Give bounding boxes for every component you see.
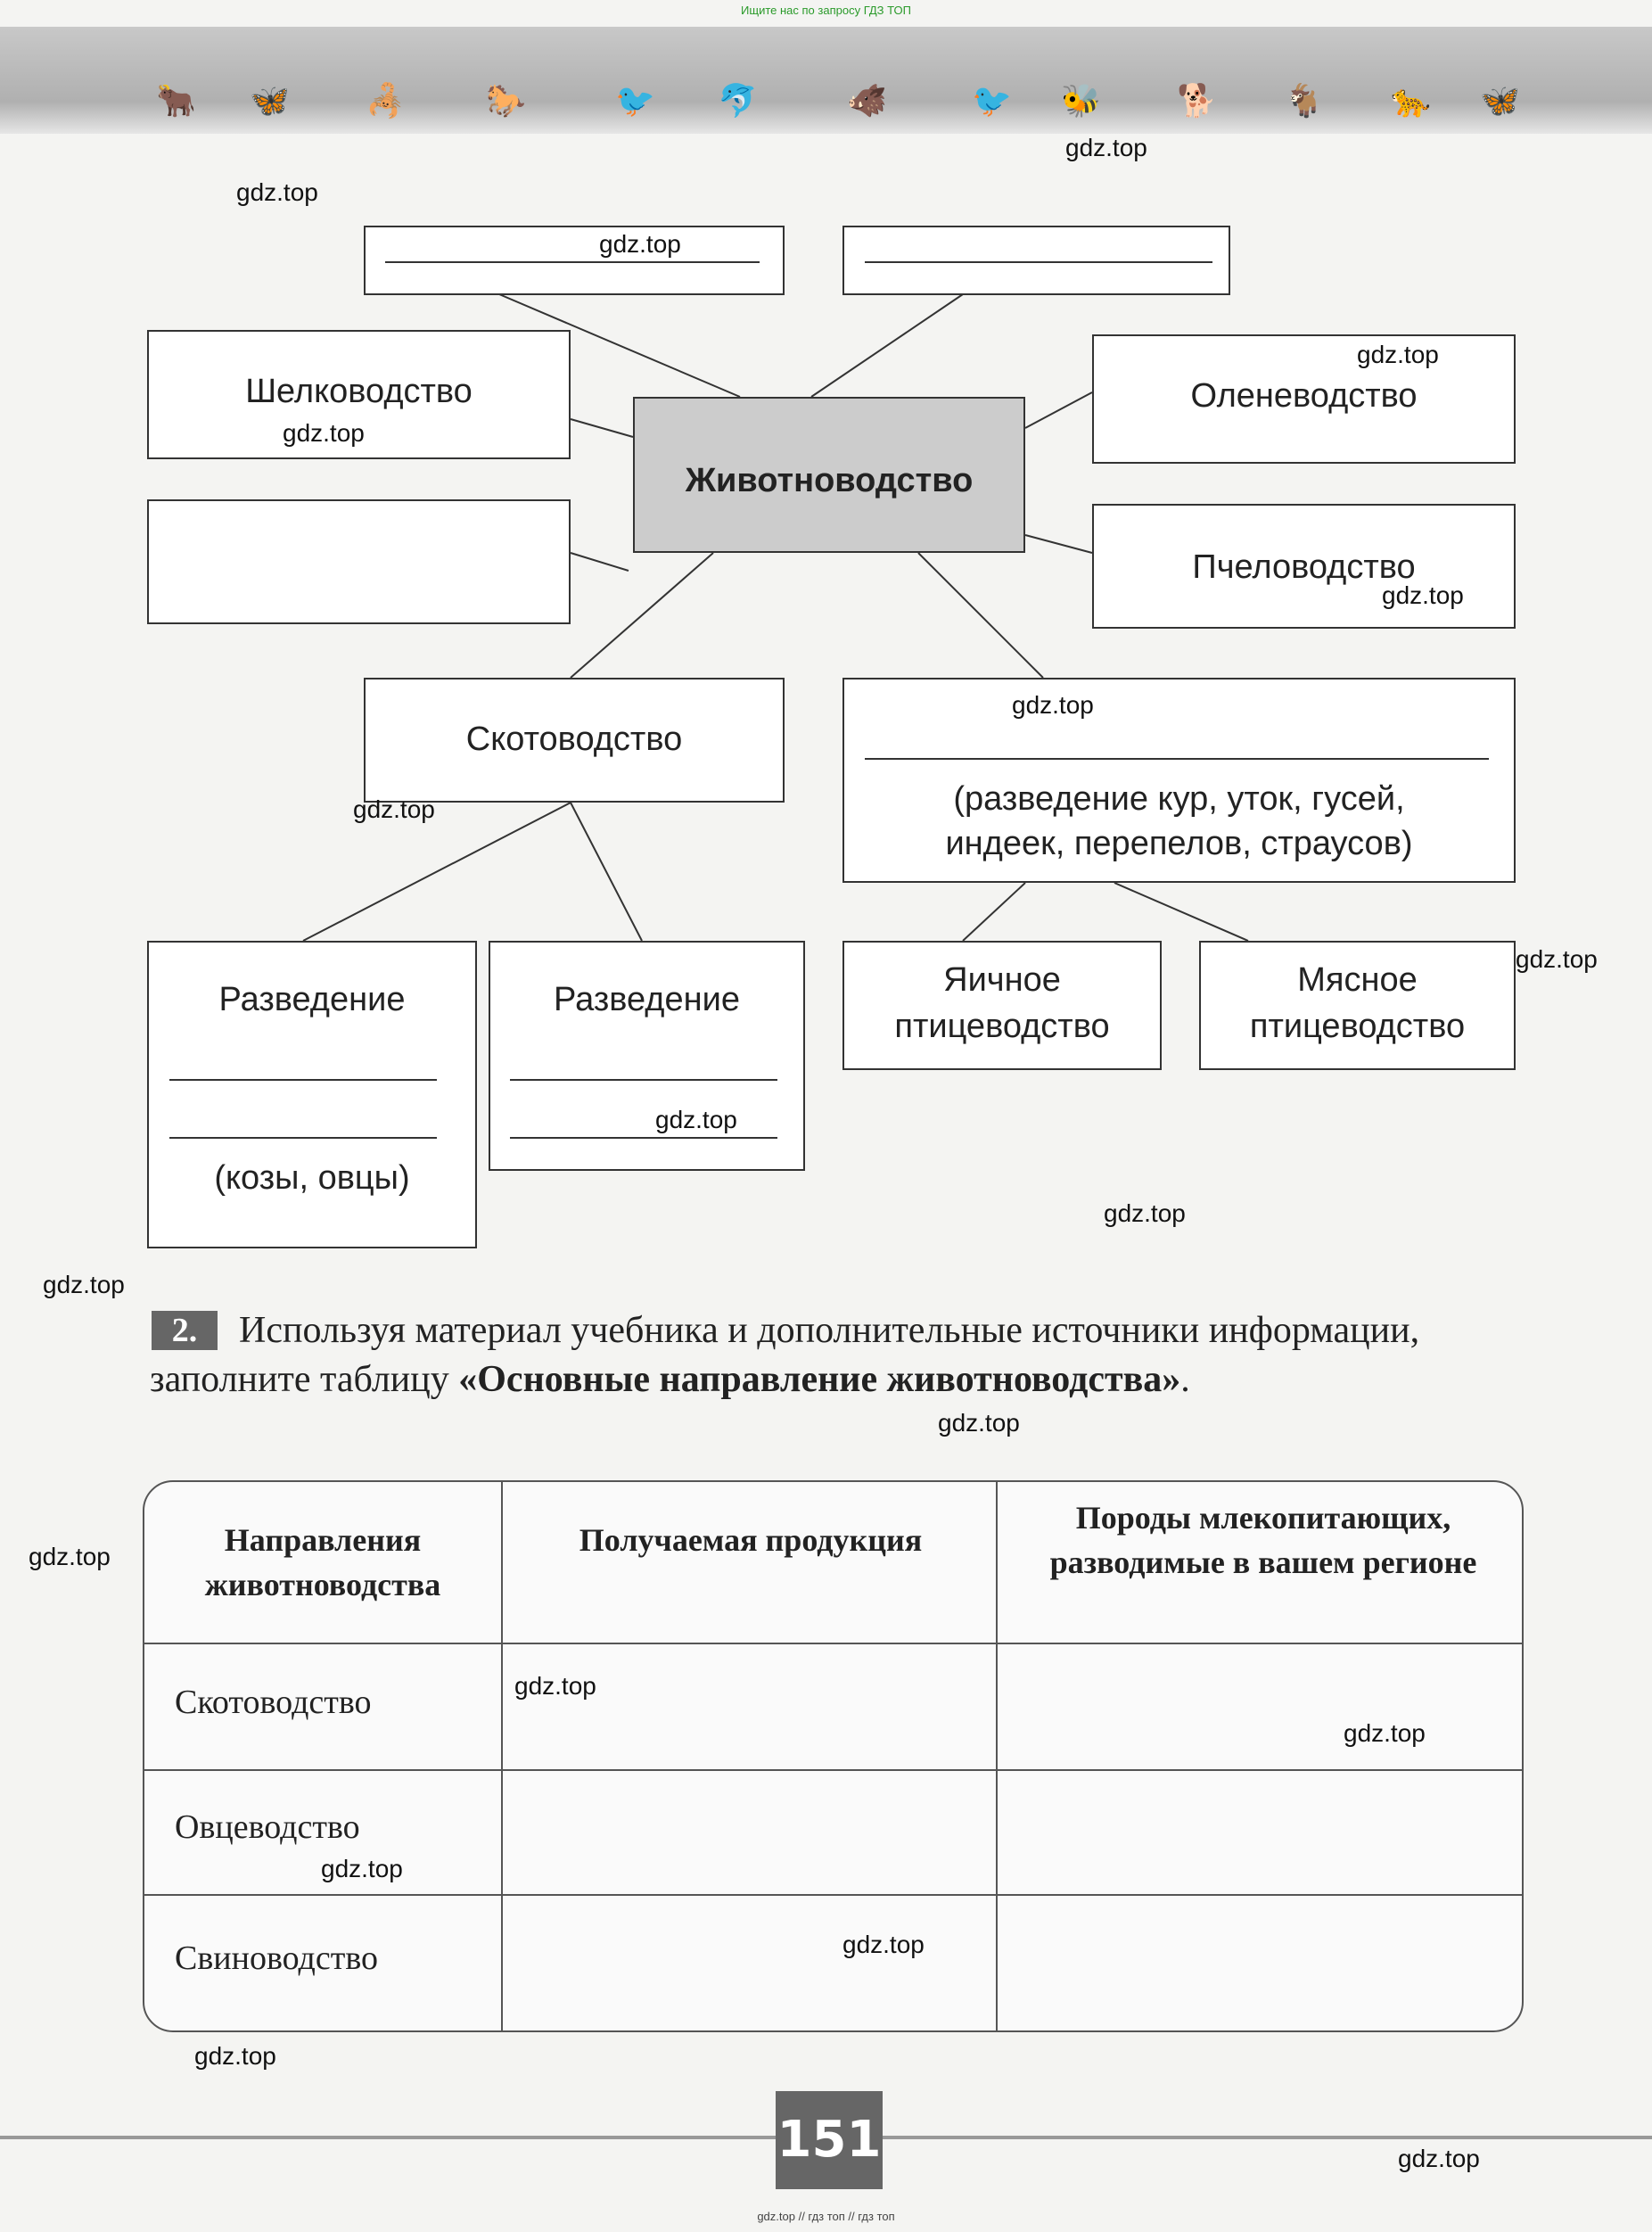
watermark: gdz.top (514, 1672, 596, 1701)
watermark: gdz.top (599, 230, 681, 259)
watermark: gdz.top (1516, 945, 1598, 974)
label-breeding-1-note: (козы, овцы) (147, 1159, 477, 1198)
watermark: gdz.top (1382, 581, 1464, 610)
footer-note: gdz.top // гдз топ // гдз топ (0, 2210, 1652, 2223)
label-animal-husbandry: Животноводство (633, 462, 1025, 500)
label-cattle: Скотоводство (364, 721, 785, 759)
watermark: gdz.top (655, 1106, 737, 1134)
row-pigs: Свиноводство (175, 1939, 378, 1978)
watermark: gdz.top (283, 419, 365, 448)
page-number: 151 (776, 2091, 883, 2189)
label-breeding-1: Разведение (147, 981, 477, 1019)
watermark: gdz.top (938, 1409, 1020, 1437)
label-sericulture: Шелководство (147, 373, 571, 411)
blank-box-top-left (364, 226, 785, 295)
watermark: gdz.top (1398, 2145, 1480, 2173)
label-egg-2: птицеводство (842, 1008, 1162, 1046)
answer-line[interactable] (510, 1079, 777, 1081)
livestock-table: Направления животноводства Получаемая пр… (143, 1480, 1524, 2032)
label-reindeer: Оленеводство (1092, 377, 1516, 416)
watermark: gdz.top (43, 1271, 125, 1299)
answer-line[interactable] (169, 1079, 437, 1081)
label-poultry-desc-1: (разведение кур, уток, гусей, (842, 780, 1516, 819)
row-cattle: Скотоводство (175, 1683, 372, 1722)
watermark: gdz.top (236, 178, 318, 207)
watermark: gdz.top (353, 795, 435, 824)
watermark: gdz.top (1012, 691, 1094, 720)
answer-line[interactable] (385, 261, 760, 263)
label-egg-1: Яичное (842, 961, 1162, 1000)
answer-line[interactable] (865, 758, 1489, 760)
label-meat-2: птицеводство (1199, 1008, 1516, 1046)
task-number: 2. (152, 1311, 218, 1350)
label-poultry-desc-2: индеек, перепелов, страусов) (842, 825, 1516, 863)
watermark: gdz.top (1344, 1719, 1426, 1748)
answer-line[interactable] (169, 1137, 437, 1139)
watermark: gdz.top (1104, 1199, 1186, 1228)
answer-line[interactable] (510, 1137, 777, 1139)
watermark: gdz.top (29, 1543, 111, 1571)
row-sheep: Овцеводство (175, 1808, 360, 1847)
box-egg-poultry (842, 941, 1162, 1070)
header-direction: Направления животноводства (153, 1518, 492, 1607)
answer-line[interactable] (865, 261, 1212, 263)
watermark: gdz.top (1065, 134, 1147, 162)
box-meat-poultry (1199, 941, 1516, 1070)
watermark: gdz.top (1357, 341, 1439, 369)
header-breeds: Породы млекопитающих, разводимые в вашем… (1014, 1495, 1513, 1585)
label-breeding-2: Разведение (489, 981, 805, 1019)
watermark: gdz.top (842, 1931, 925, 1959)
blank-box-top-right (842, 226, 1230, 295)
watermark: gdz.top (321, 1855, 403, 1883)
blank-box-left (147, 499, 571, 624)
header-product: Получаемая продукция (537, 1518, 965, 1562)
task-text: Используя материал учебника и дополнител… (150, 1306, 1514, 1404)
watermark: gdz.top (194, 2042, 276, 2071)
label-meat-1: Мясное (1199, 961, 1516, 1000)
